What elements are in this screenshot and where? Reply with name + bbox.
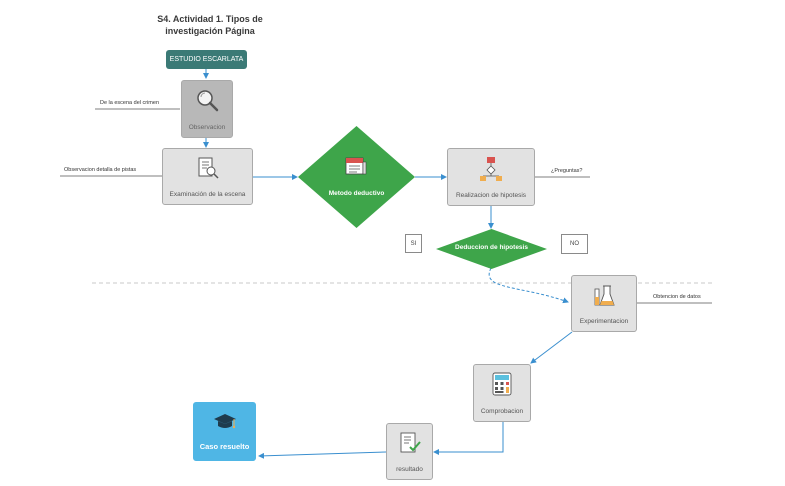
label-observacion-pistas: Observacion detalla de pistas — [64, 167, 137, 173]
calculator-icon — [491, 372, 513, 401]
node-resultado-label: resultado — [396, 466, 423, 473]
node-metodo-deductivo[interactable]: Metodo deductivo — [298, 126, 415, 228]
node-deduccion-hipotesis[interactable]: Deduccion de hipotesis — [436, 229, 547, 269]
node-realizacion-label: Realizacion de hipotesis — [455, 192, 527, 199]
branch-si: SI — [405, 234, 422, 253]
page-title: S4. Actividad 1. Tipos de investigación … — [157, 14, 263, 36]
node-caso-resuelto[interactable]: Caso resuelto — [193, 402, 256, 461]
node-deduccion-label: Deduccion de hipotesis — [455, 244, 528, 251]
header-pill[interactable]: ESTUDIO ESCARLATA — [166, 50, 247, 69]
graduation-cap-icon — [213, 412, 237, 437]
news-icon — [345, 156, 367, 181]
node-realizacion[interactable]: Realizacion de hipotesis — [447, 148, 535, 206]
node-resultado[interactable]: resultado — [386, 423, 433, 480]
node-examinacion[interactable]: Examinación de la escena — [162, 148, 253, 205]
checklist-icon — [398, 431, 422, 460]
document-search-icon — [196, 156, 220, 185]
node-metodo-label: Metodo deductivo — [328, 190, 385, 197]
branch-no: NO — [561, 234, 588, 254]
label-preguntas: ¿Preguntas? — [551, 168, 583, 174]
node-observacion-label: Observacion — [188, 124, 226, 131]
label-escena-crimen: De la escena del crimen — [100, 100, 160, 106]
node-experimentacion[interactable]: Experimentacion — [571, 275, 637, 332]
node-caso-label: Caso resuelto — [199, 442, 250, 451]
node-observacion[interactable]: Observacion — [181, 80, 233, 138]
flask-icon — [592, 283, 616, 314]
node-comprobacion[interactable]: Comprobacion — [473, 364, 531, 422]
label-obtencion: Obtencion de datos — [653, 294, 701, 300]
node-examinacion-label: Examinación de la escena — [169, 191, 246, 198]
node-experimentacion-label: Experimentacion — [579, 318, 629, 325]
magnifier-icon — [195, 88, 219, 117]
flowchart-icon — [479, 156, 503, 187]
node-comprobacion-label: Comprobacion — [480, 408, 524, 415]
